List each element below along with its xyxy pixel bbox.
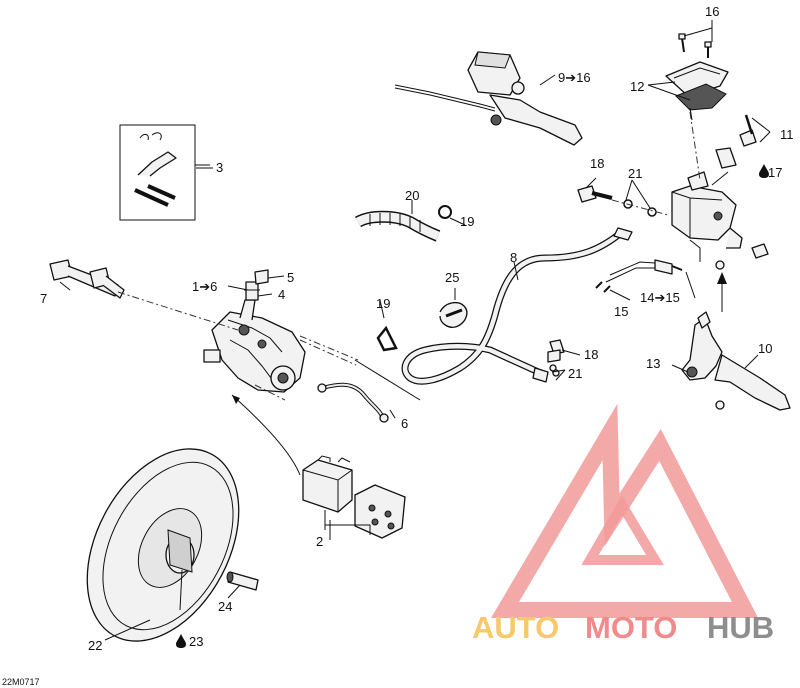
watermark-hub: HUB [707,610,774,645]
brake-lever [681,272,791,411]
callout-3: 3 [216,160,223,175]
brake-hose-8 [401,227,633,385]
callout-16: 16 [705,4,719,19]
callout-21-lower: 21 [568,366,582,381]
callout-15: 15 [614,304,628,319]
callout-17: 17 [768,165,782,180]
brake-light-switch [595,259,683,293]
callout-1-6: 1➔6 [192,279,217,294]
clip-25 [439,290,468,328]
callout-5: 5 [287,270,294,285]
clamp-19 [376,325,398,352]
callout-18-top: 18 [590,156,604,171]
callout-23: 23 [189,634,203,649]
callout-4: 4 [278,287,285,302]
watermark-moto: MOTO [585,610,677,645]
callout-22: 22 [88,638,102,653]
pin [226,571,259,591]
callout-25: 25 [445,270,459,285]
callout-13: 13 [646,356,660,371]
brake-pipe-6 [317,382,389,423]
callout-labels: 1➔6 2 3 4 5 6 7 8 9➔16 10 11 12 13 14➔15… [2,4,794,687]
callout-2: 2 [316,534,323,549]
clip-kit-box [119,124,210,221]
callout-19-lower: 19 [376,296,390,311]
fluid-drop-icon [176,634,186,648]
callout-6: 6 [401,416,408,431]
callout-9-16: 9➔16 [558,70,591,85]
banjo-bolt-top [577,185,669,217]
caliper-bolts [49,259,239,331]
leader-lines [59,20,771,641]
bleeder-screw [244,269,269,301]
brake-caliper [203,299,306,393]
callout-12: 12 [630,79,644,94]
master-cylinder-right [665,33,769,270]
fluid-drop-icon [759,164,769,178]
callout-11: 11 [780,127,794,142]
callout-21-top: 21 [628,166,642,181]
callout-7: 7 [40,291,47,306]
watermark-logo: AUTO MOTO HUB [472,403,774,645]
diagram-code: 22M0717 [2,677,40,687]
callout-24: 24 [218,599,232,614]
callout-8: 8 [510,250,517,265]
callout-14-15: 14➔15 [640,290,680,305]
brake-pads [302,455,406,539]
callout-18-lower: 18 [584,347,598,362]
callout-19-top: 19 [460,214,474,229]
hose-20 [354,205,452,242]
brake-disc [86,448,240,642]
master-cylinder-top [394,51,583,146]
callout-20: 20 [405,188,419,203]
callout-10: 10 [758,341,772,356]
watermark-auto: AUTO [472,610,559,645]
